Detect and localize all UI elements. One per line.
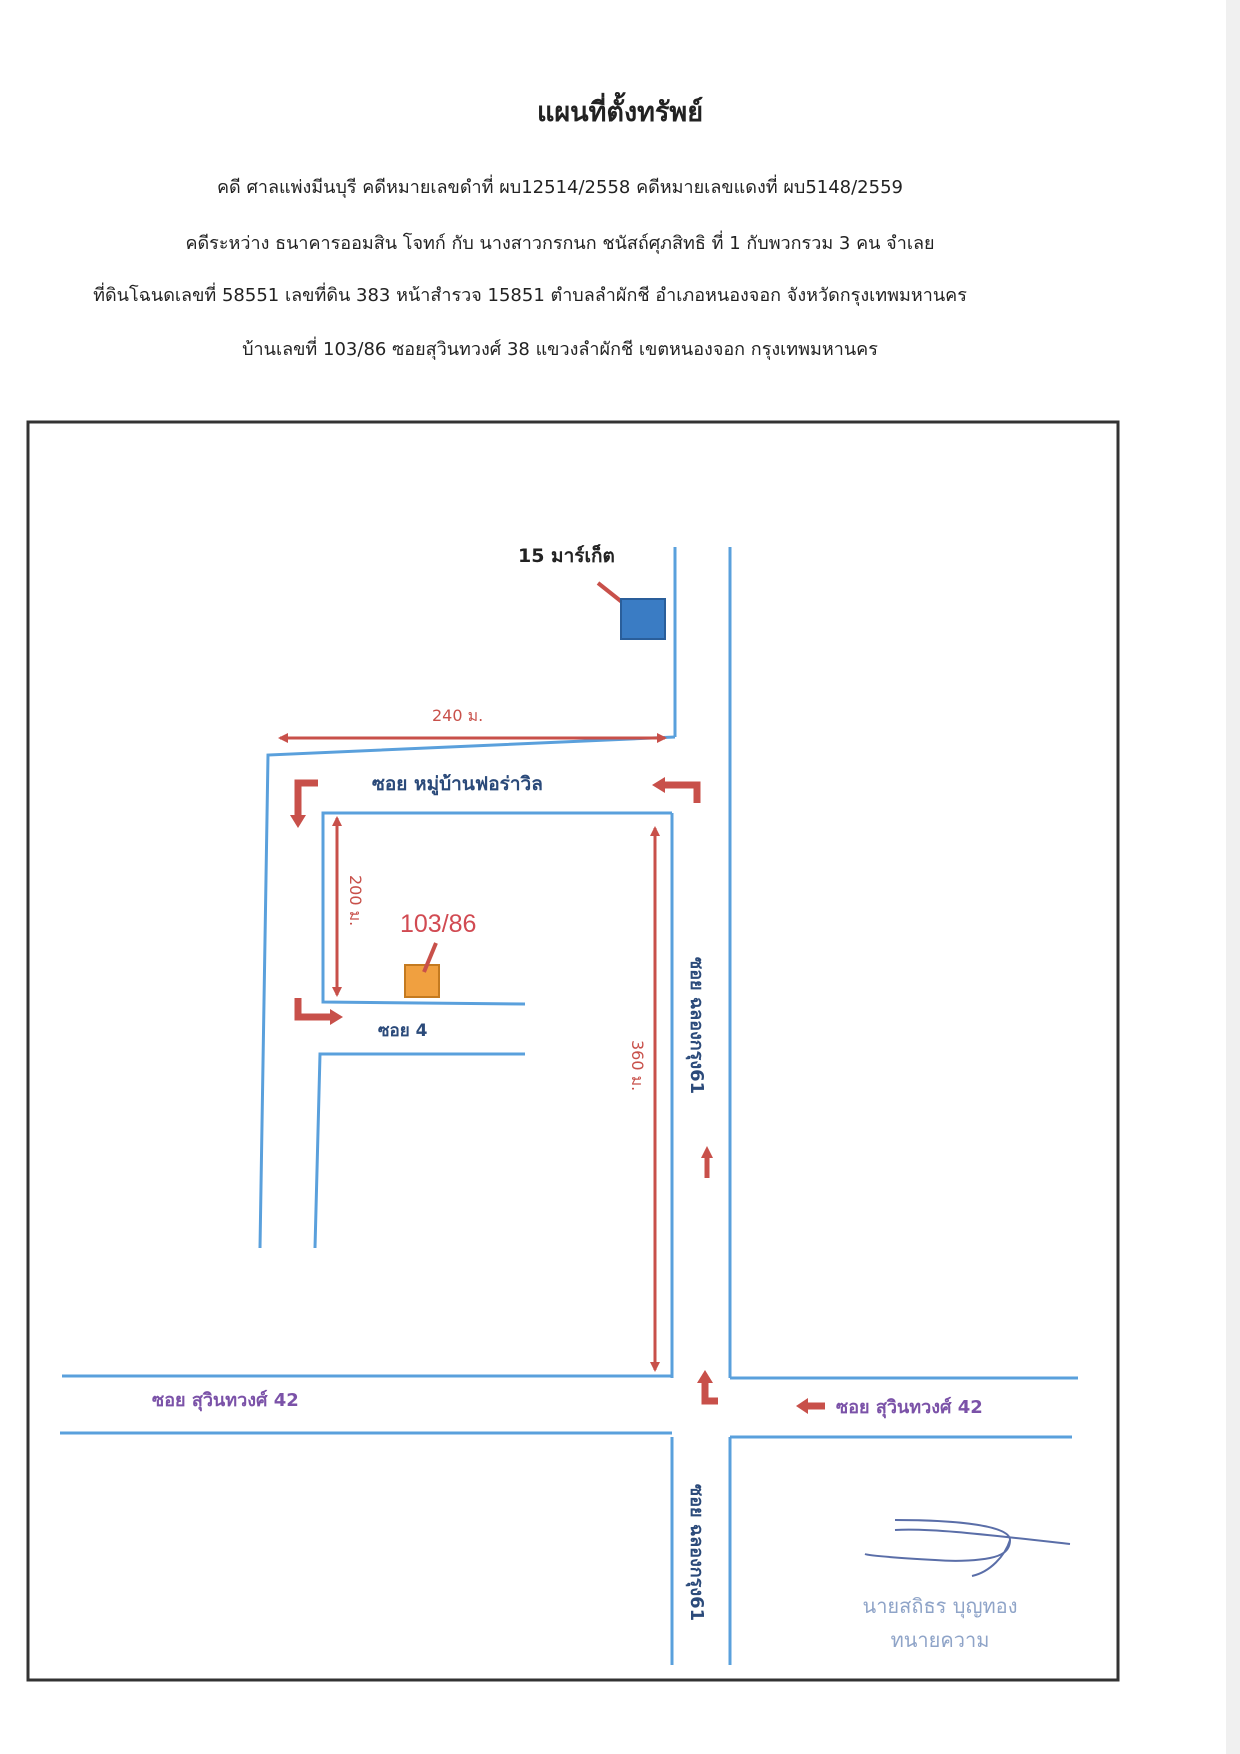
roads [60,547,1078,1665]
document-title: แผนที่ตั้งทรัพย์ [536,97,704,128]
turn-arrow-village-right [665,781,701,803]
label-chalong-lower: ซอย ฉลองกรุง61 [685,1484,707,1621]
label-dist-360: 360 ม. [628,1040,647,1091]
signature-scribble [864,1519,1071,1577]
road-soi4-south [313,1052,525,1249]
property-label: 103/86 [400,910,476,938]
parties-line: คดีระหว่าง ธนาคารออมสิน โจทก์ กับ นางสาว… [185,233,935,254]
turn-arrow-village-left [294,779,318,815]
page-edge-band [1226,0,1240,1754]
road-village-inner [321,811,672,1006]
label-suwin-right: ซอย สุวินทวงศ์ 42 [836,1396,983,1419]
label-chalong-upper: ซอย ฉลองกรุง61 [685,957,707,1094]
distance-arrows [278,733,667,1372]
turn-arrow-junction [701,1383,718,1405]
label-dist-200: 200 ม. [346,875,365,926]
label-dist-240: 240 ม. [432,706,483,725]
property-marker [404,964,440,998]
label-road-village: ซอย หมู่บ้านฟอร่าวิล [372,773,543,796]
road-village-outer [258,735,676,1249]
turn-arrow-soi4 [294,998,330,1021]
landmark-label: 15 มาร์เก็ต [518,543,615,567]
direction-arrows [290,777,825,1414]
label-suwin-left: ซอย สุวินทวงศ์ 42 [152,1389,299,1412]
map-frame [26,420,1120,1682]
signature-name: นายสถิธร บุญทอง [862,1594,1018,1618]
landmark-marker [620,598,666,640]
land-line: ที่ดินโฉนดเลขที่ 58551 เลขที่ดิน 383 หน้… [93,285,967,306]
address-line: บ้านเลขที่ 103/86 ซอยสุวินทวงศ์ 38 แขวงล… [242,339,878,360]
signature-role: ทนายความ [890,1628,990,1652]
property-pointer [422,942,438,973]
label-road-soi4: ซอย 4 [378,1021,428,1041]
case-line: คดี ศาลแพ่งมีนบุรี คดีหมายเลขดำที่ ผบ125… [217,177,903,198]
